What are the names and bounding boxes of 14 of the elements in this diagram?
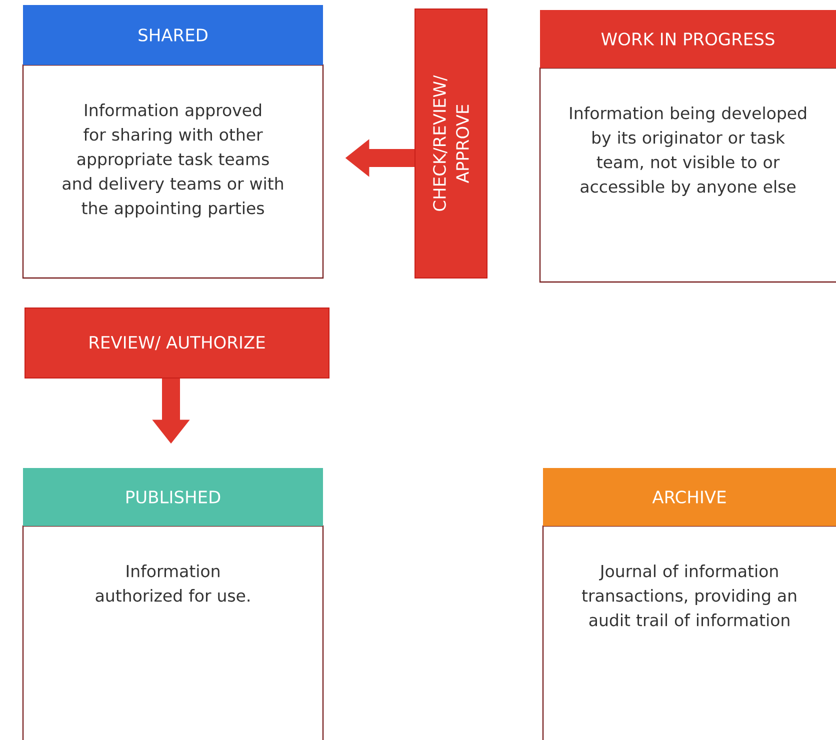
- card-header: WORK IN PROGRESS: [601, 32, 774, 46]
- card-description: Information approved for sharing with other appropriate task teams and delivery teams or with the appointing parties: [62, 104, 283, 218]
- step-box: CHECK/REVIEW/ APPROVE: [414, 8, 488, 278]
- card-description: Journal of information transactions, providing an audit trail of information: [582, 564, 796, 626]
- info-card: [22, 5, 324, 279]
- card-description: Information being developed by its originator or task team, not visible to or accessible by anyone else: [570, 106, 806, 196]
- info-card: [539, 10, 836, 283]
- step-box: REVIEW/ AUTHORIZE: [24, 308, 330, 378]
- card-header: ARCHIVE: [652, 490, 726, 504]
- info-card: [542, 468, 836, 740]
- card-header: PUBLISHED: [126, 490, 220, 504]
- card-description: Information authorized for use.: [96, 564, 250, 602]
- card-header: SHARED: [138, 28, 208, 42]
- info-card: [22, 468, 324, 740]
